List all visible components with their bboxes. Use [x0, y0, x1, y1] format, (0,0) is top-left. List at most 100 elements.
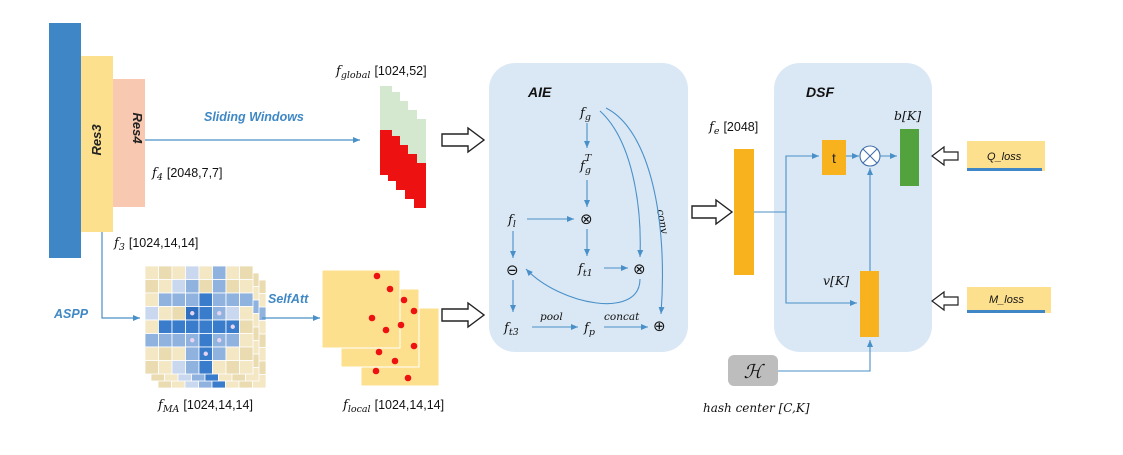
- fma-cell: [158, 306, 173, 321]
- hollow-arrow-local: [441, 301, 486, 329]
- res4-label: Res4: [130, 112, 145, 144]
- fma-cell: [158, 333, 173, 348]
- f4-label: f4[2048,7,7]: [151, 166, 222, 183]
- q-loss-label: Q_loss: [987, 151, 1022, 163]
- fma-cell: [225, 306, 240, 321]
- aie-fg: fg: [579, 106, 591, 123]
- fma-cell: [158, 360, 173, 375]
- fma-cell: [185, 279, 200, 294]
- fma-cell: [239, 360, 254, 375]
- fma-grid: [144, 265, 254, 375]
- fma-cell: [239, 333, 254, 348]
- fe-to-v-arrow: [785, 212, 857, 306]
- fma-dot: [217, 311, 222, 316]
- aie-concat-label: concat: [604, 311, 640, 323]
- fma-cell: [144, 292, 159, 307]
- m-loss-arrow: [931, 290, 959, 312]
- aie-otimes-2: ⊗: [633, 260, 646, 278]
- fma-cell: [198, 265, 213, 280]
- fma-cell: [185, 265, 200, 280]
- selfatt-label: SelfAtt: [268, 292, 309, 306]
- fma-cell: [239, 292, 254, 307]
- flocal-red-dot: [400, 296, 408, 304]
- fma-label: fMA[1024,14,14]: [157, 398, 253, 415]
- fglobal-stack: [380, 86, 426, 208]
- b-label: b[K]: [894, 108, 921, 123]
- fma-cell: [198, 333, 213, 348]
- fma-cell: [212, 319, 227, 334]
- flocal-red-dot: [373, 272, 381, 280]
- fma-cell: [144, 319, 159, 334]
- fma-cell: [225, 360, 240, 375]
- backbone-bar: [49, 23, 81, 258]
- fma-cell: [144, 333, 159, 348]
- fglobal-slice: [380, 86, 392, 175]
- v-block: [860, 271, 879, 337]
- fma-cell: [185, 360, 200, 375]
- flocal-red-dot: [397, 321, 405, 329]
- q-loss-arrow: [931, 145, 959, 167]
- fma-cell: [144, 346, 159, 361]
- aie-oplus: ⊕: [653, 317, 666, 335]
- flocal-red-dot: [375, 348, 383, 356]
- fma-cell: [239, 265, 254, 280]
- fma-cell: [198, 306, 213, 321]
- m-loss-label: M_loss: [989, 294, 1024, 306]
- aie-title: AIE: [527, 84, 552, 100]
- fma-cell: [212, 346, 227, 361]
- aspp-arrow: [101, 232, 140, 321]
- fma-cell: [171, 265, 186, 280]
- flocal-red-dot: [372, 367, 380, 375]
- fma-cell: [171, 306, 186, 321]
- flocal-red-dot: [404, 374, 412, 382]
- fma-cell: [225, 292, 240, 307]
- aie-ominus: ⊖: [506, 261, 519, 279]
- fma-cell: [144, 360, 159, 375]
- res3-label: Res3: [89, 124, 104, 156]
- fma-cell: [171, 346, 186, 361]
- aie-pool-label: pool: [540, 311, 563, 323]
- fma-cell: [144, 265, 159, 280]
- flocal-red-dot: [410, 307, 418, 315]
- fma-cell: [198, 279, 213, 294]
- dsf-otimes: [859, 145, 881, 167]
- fma-dot: [217, 338, 222, 343]
- aie-fl: fl: [507, 213, 516, 230]
- fma-cell: [158, 346, 173, 361]
- aie-ft3: ft3: [503, 321, 519, 338]
- fma-cell: [171, 333, 186, 348]
- fma-cell: [158, 292, 173, 307]
- aie-ft1: ft1: [577, 262, 593, 279]
- fma-cell: [212, 279, 227, 294]
- fma-cell: [171, 319, 186, 334]
- aspp-label: ASPP: [53, 307, 89, 321]
- b-block: [900, 129, 919, 186]
- aie-arrow-fg-oplus-conv: [605, 107, 665, 315]
- hollow-arrow-global: [441, 126, 486, 154]
- fma-cell: [239, 306, 254, 321]
- hash-block[interactable]: [728, 355, 778, 386]
- fma-cell: [225, 279, 240, 294]
- fma-cell: [171, 292, 186, 307]
- fma-cell: [239, 279, 254, 294]
- fma-cell: [144, 306, 159, 321]
- fglobal-label: fglobal[1024,52]: [335, 64, 427, 81]
- fma-cell: [171, 360, 186, 375]
- fma-cell: [198, 292, 213, 307]
- t-block: [822, 140, 846, 175]
- flocal-red-dot: [391, 357, 399, 365]
- fma-cell: [212, 360, 227, 375]
- fma-cell: [198, 319, 213, 334]
- q-loss-box: Q_loss: [967, 141, 1045, 171]
- fma-cell: [171, 279, 186, 294]
- fma-cell: [158, 279, 173, 294]
- flocal-red-dot: [410, 342, 418, 350]
- fma-cell: [144, 279, 159, 294]
- fe-to-t-arrow: [785, 153, 819, 212]
- sliding-windows-label: Sliding Windows: [204, 110, 304, 124]
- flocal-red-dot: [386, 285, 394, 293]
- aie-fgT: fgT: [579, 153, 592, 176]
- flocal-label: flocal[1024,14,14]: [342, 398, 444, 415]
- fma-cell: [158, 319, 173, 334]
